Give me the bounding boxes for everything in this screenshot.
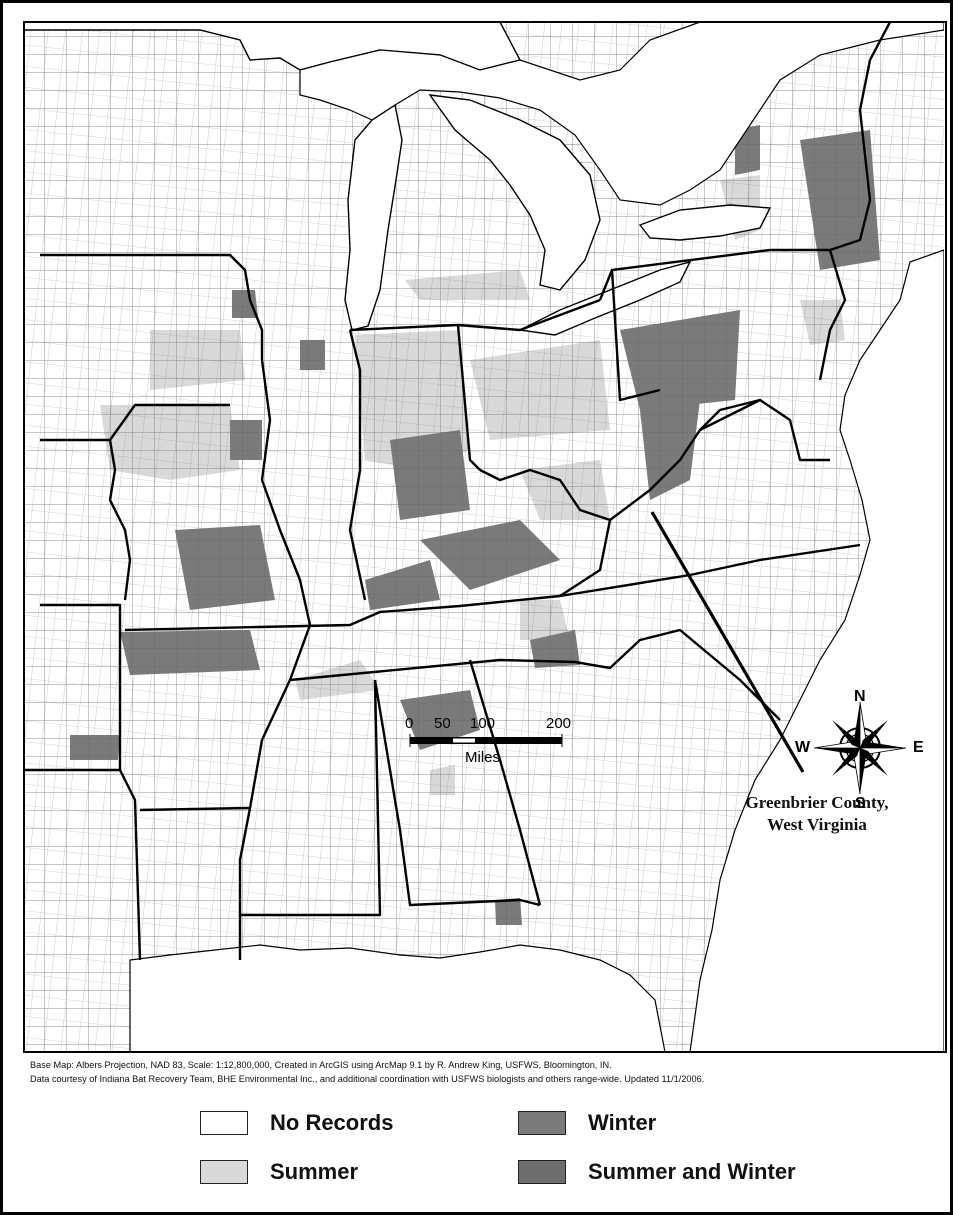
compass-west-label: W	[795, 739, 811, 756]
state-boundaries	[24, 22, 892, 961]
map-credits: Base Map: Albers Projection, NAD 83, Sca…	[30, 1058, 945, 1086]
legend-label-summer-and-winter: Summer and Winter	[588, 1159, 796, 1184]
credits-line-1: Base Map: Albers Projection, NAD 83, Sca…	[30, 1060, 612, 1070]
scale-tick-50: 50	[434, 715, 451, 732]
compass-north-label: N	[854, 688, 866, 705]
legend-item-summer-and-winter: Summer and Winter	[518, 1157, 796, 1187]
greenbrier-county-label: Greenbrier County, West Virginia	[712, 792, 922, 836]
lake-huron	[428, 94, 601, 291]
legend-swatch-summer	[200, 1160, 248, 1184]
compass-south-label: S	[855, 795, 866, 812]
legend-item-winter: Winter	[518, 1108, 656, 1138]
map-inner-border	[23, 21, 947, 1053]
scale-unit-label: Miles	[465, 749, 501, 766]
greenbrier-callout-line	[650, 511, 805, 773]
legend-label-summer: Summer	[270, 1159, 359, 1184]
scale-tick-0: 0	[405, 715, 414, 732]
legend-swatch-no-records	[200, 1111, 248, 1135]
legend-swatch-winter	[518, 1111, 566, 1135]
legend-item-no-records: No Records	[200, 1108, 393, 1138]
legend-swatch-summer-and-winter	[518, 1160, 566, 1184]
legend-label-no-records: No Records	[270, 1110, 394, 1135]
gulf-of-mexico	[129, 944, 666, 1052]
great-lakes	[24, 22, 944, 336]
legend-item-summer: Summer	[200, 1157, 358, 1187]
scale-tick-200: 200	[546, 715, 572, 732]
compass-east-label: E	[913, 739, 924, 756]
lake-erie	[517, 260, 692, 336]
compass-rose-icon	[813, 701, 907, 795]
credits-line-2: Data courtesy of Indiana Bat Recovery Te…	[30, 1074, 705, 1084]
callout-line-2: West Virginia	[767, 815, 867, 834]
scale-bar-icon	[409, 734, 563, 747]
atlantic-ocean	[689, 249, 944, 1052]
scale-tick-100: 100	[470, 715, 496, 732]
upper-peninsula-water	[299, 22, 944, 206]
callout-line-1: Greenbrier County,	[745, 793, 889, 812]
lake-ontario	[638, 204, 772, 241]
legend-label-winter: Winter	[588, 1110, 657, 1135]
